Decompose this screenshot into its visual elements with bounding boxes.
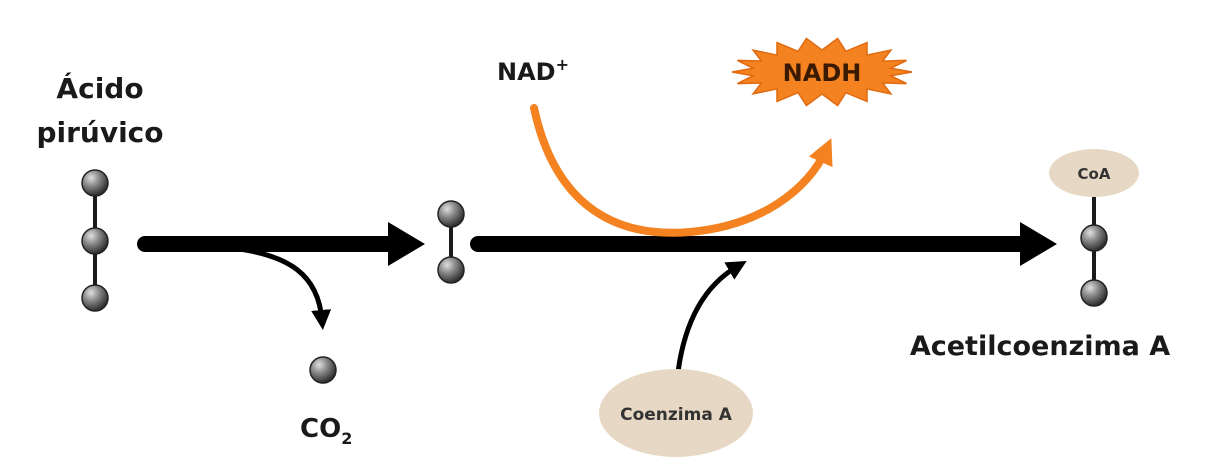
nad-plus-label: NAD+ (497, 55, 569, 86)
acetyl-group-molecule (437, 200, 465, 284)
carbon-atom (1080, 279, 1108, 307)
coa-tag (1049, 149, 1139, 197)
nad-reduction-arrow (530, 104, 833, 237)
carbon-atom (437, 200, 465, 228)
nadh-starburst: NADH (731, 37, 913, 107)
acetyl-coa-molecule: CoA (1049, 149, 1139, 307)
carbon-atom (81, 169, 109, 197)
co2-release-arrow (231, 245, 332, 330)
pyruvic-acid-label-line2: pirúvico (36, 116, 163, 149)
acetyl-coa-label: Acetilcoenzima A (910, 331, 1170, 362)
main-arrow-2 (470, 222, 1057, 266)
co2-carbon-atom (309, 356, 337, 384)
coenzyme-a-label: Coenzima A (620, 405, 733, 425)
nadh-label: NADH (783, 59, 862, 87)
coenzyme-a-input-arrow (675, 261, 747, 373)
carbon-atom (81, 284, 109, 312)
co2-label: CO2 (300, 414, 352, 448)
coa-tag-label: CoA (1078, 165, 1111, 183)
main-arrow-1 (137, 222, 425, 266)
carbon-atom (1080, 224, 1108, 252)
pyruvic-acid-molecule (81, 169, 109, 312)
pyruvic-acid-label-line1: Ácido (56, 71, 143, 105)
coenzyme-a-ellipse: Coenzima A (599, 369, 753, 457)
carbon-atom (81, 227, 109, 255)
carbon-atom (437, 256, 465, 284)
